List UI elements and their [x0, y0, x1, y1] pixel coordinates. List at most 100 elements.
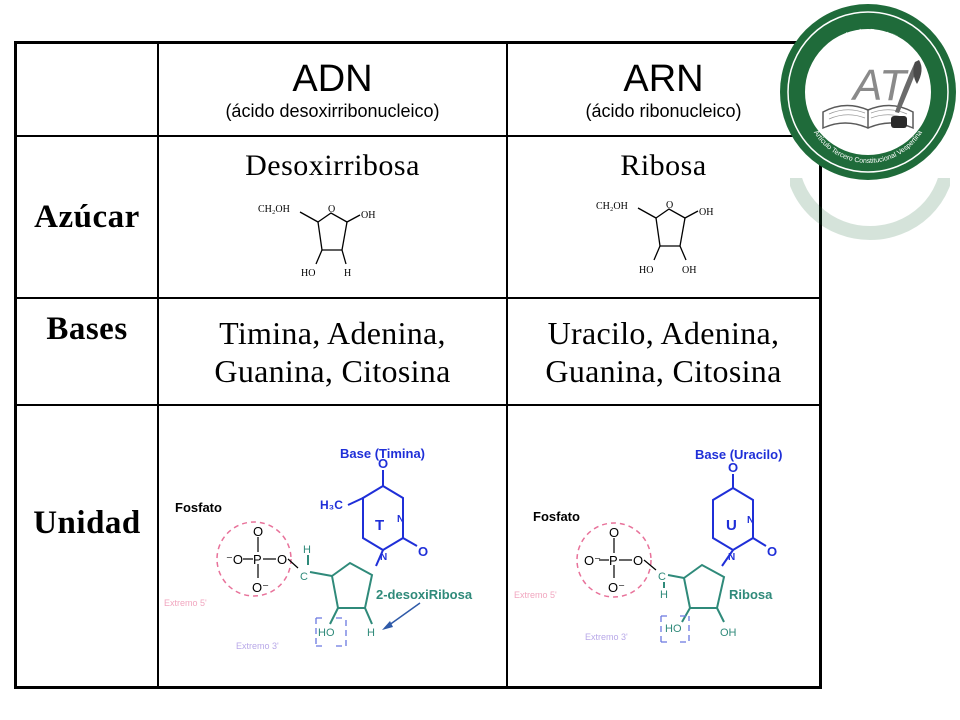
- deoxyribose-bond-h: [341, 249, 347, 265]
- sugar-name-arn-text: Ribosa: [620, 149, 707, 182]
- rna-phosphate-o-bottom: O⁻: [608, 580, 625, 595]
- ribose-ch2oh: CH₂OH: [596, 201, 628, 212]
- dna-sugar-ring: [307, 555, 374, 625]
- bases-adn: Timina, Adenina, Guanina, Citosina: [159, 299, 506, 404]
- seal-inner-line: [805, 29, 931, 155]
- deoxyribose-bond-oh: [346, 214, 361, 223]
- dna-2h-bond: [364, 607, 373, 625]
- rna-sugar-pentagon: [683, 563, 726, 609]
- header-adn: ADN (ácido desoxirribonucleico): [159, 44, 506, 135]
- rna-2oh-bond: [716, 607, 725, 623]
- row-divider-2: [17, 297, 819, 299]
- dna-phosphate-circle: [216, 521, 292, 597]
- column-divider-1: [157, 44, 159, 686]
- header-adn-subtitle: (ácido desoxirribonucleico): [225, 100, 440, 121]
- dna-thymine-n3: N: [397, 514, 404, 525]
- row-divider-1: [17, 135, 819, 137]
- row-label-azucar-text: Azúcar: [34, 198, 140, 235]
- ribose-ring-top: [655, 208, 686, 219]
- dna-extremo5: Extremo 5': [164, 598, 207, 608]
- rna-2oh: OH: [720, 627, 737, 639]
- dna-phosphate-bonds: [243, 537, 299, 578]
- rna-phosphate-circle: [576, 522, 652, 598]
- rna-uracil-n3: N: [747, 515, 754, 526]
- rna-base-letter: U: [726, 517, 737, 534]
- dna-3oh: HO: [318, 627, 335, 639]
- header-arn: ARN (ácido ribonucleico): [508, 44, 819, 135]
- seal-outer-line: [787, 11, 949, 173]
- deoxyribose-bond-ch2oh: [299, 211, 319, 223]
- rna-unit: Base (Uracilo) Fosfato O O N N U O O⁻ P …: [514, 447, 782, 643]
- bases-arn-line-2: Guanina, Citosina: [545, 352, 782, 389]
- rna-phosphate-o-left: O⁻: [584, 553, 601, 568]
- bases-arn: Uracilo, Adenina, Guanina, Citosina: [508, 299, 819, 404]
- inkwell-icon: [891, 116, 907, 128]
- dna-base-title: Base (Timina): [340, 446, 425, 461]
- seal-reflection-shape: [790, 178, 950, 240]
- dna-phosphate-o-left: ⁻O: [226, 552, 243, 567]
- rna-base-title: Base (Uracilo): [695, 447, 782, 462]
- bases-adn-line-2: Guanina, Citosina: [214, 352, 451, 389]
- deoxyribose-ring-top: [317, 212, 348, 223]
- deoxyribose-ho: HO: [301, 268, 315, 279]
- seal-monogram: AT: [850, 61, 909, 110]
- rna-3oh: HO: [665, 623, 682, 635]
- rna-uracil-ring: [712, 474, 767, 567]
- row-label-azucar: Azúcar: [17, 137, 157, 297]
- rna-c5-carbon: C: [658, 571, 666, 583]
- dna-extremo3: Extremo 3': [236, 641, 279, 651]
- row-label-bases: Bases: [17, 299, 157, 359]
- deoxyribose-ch2oh: CH₂OH: [258, 204, 290, 215]
- ribose-bond-oh2: [679, 245, 687, 261]
- rna-phosphate-bonds: [599, 538, 657, 578]
- dna-thymine-carbonyl-right: [402, 537, 418, 547]
- dna-base-letter: T: [375, 517, 384, 534]
- rna-c5-h: H: [660, 589, 668, 601]
- dna-thymine-o-top: O: [378, 456, 388, 471]
- rna-sugar-ring: [663, 563, 726, 623]
- deoxyribose-ring-right: [341, 221, 348, 251]
- rna-fosfato-label: Fosfato: [533, 509, 580, 524]
- rna-extremo5: Extremo 5': [514, 590, 557, 600]
- deoxyribose-h: H: [344, 268, 351, 279]
- seal-reflection: [790, 178, 950, 248]
- rna-uracil-carbonyl-right: [752, 537, 767, 547]
- ribose-bond-ho: [653, 245, 661, 261]
- ribose-oh: OH: [699, 207, 713, 218]
- bases-arn-line-1: Uracilo, Adenina,: [547, 314, 780, 351]
- comparison-table: ADN (ácido desoxirribonucleico) ARN (áci…: [14, 41, 822, 689]
- dna-phosphate-p: P: [253, 552, 262, 567]
- ribose-ring-left: [655, 217, 661, 247]
- ribose-oh2: OH: [682, 265, 696, 276]
- rna-sugar-label: Ribosa: [729, 587, 773, 602]
- bases-adn-line-1: Timina, Adenina,: [219, 314, 446, 351]
- deoxyribose-ring-left: [317, 221, 323, 251]
- dna-sugar-arrowhead: [382, 621, 393, 630]
- row-divider-3: [17, 404, 819, 406]
- deoxyribose-oh: OH: [361, 210, 375, 221]
- ribose-bond-ch2oh: [637, 207, 657, 219]
- dna-glycosidic-bond: [375, 549, 384, 567]
- dna-sugar-pentagon: [331, 561, 374, 609]
- dna-2h: H: [367, 627, 375, 639]
- ribose-structure: [637, 207, 699, 261]
- dna-3prime-box: [315, 617, 347, 647]
- deoxyribose-structure: [299, 211, 361, 265]
- dna-c5-bond: [309, 571, 333, 577]
- rna-uracil-n1: N: [728, 552, 735, 563]
- dna-thymine-ring: [347, 470, 418, 567]
- row-label-unidad-text: Unidad: [33, 505, 141, 541]
- quill-pen-icon: [895, 60, 922, 113]
- dna-thymine-methyl-bond: [347, 497, 364, 506]
- ribose-bond-oh: [684, 210, 699, 219]
- rna-3prime-box: [660, 615, 690, 643]
- row-label-unidad: Unidad: [17, 406, 157, 641]
- row-label-bases-text: Bases: [46, 310, 128, 347]
- dna-phosphate-o-bottom: O⁻: [252, 580, 269, 595]
- rna-phosphate-p: P: [609, 553, 618, 568]
- rna-uracil-o-top: O: [728, 460, 738, 475]
- rna-uracil-o-right: O: [767, 544, 777, 559]
- rna-phosphate-o-right: O: [633, 553, 643, 568]
- rna-3oh-bond: [681, 607, 691, 623]
